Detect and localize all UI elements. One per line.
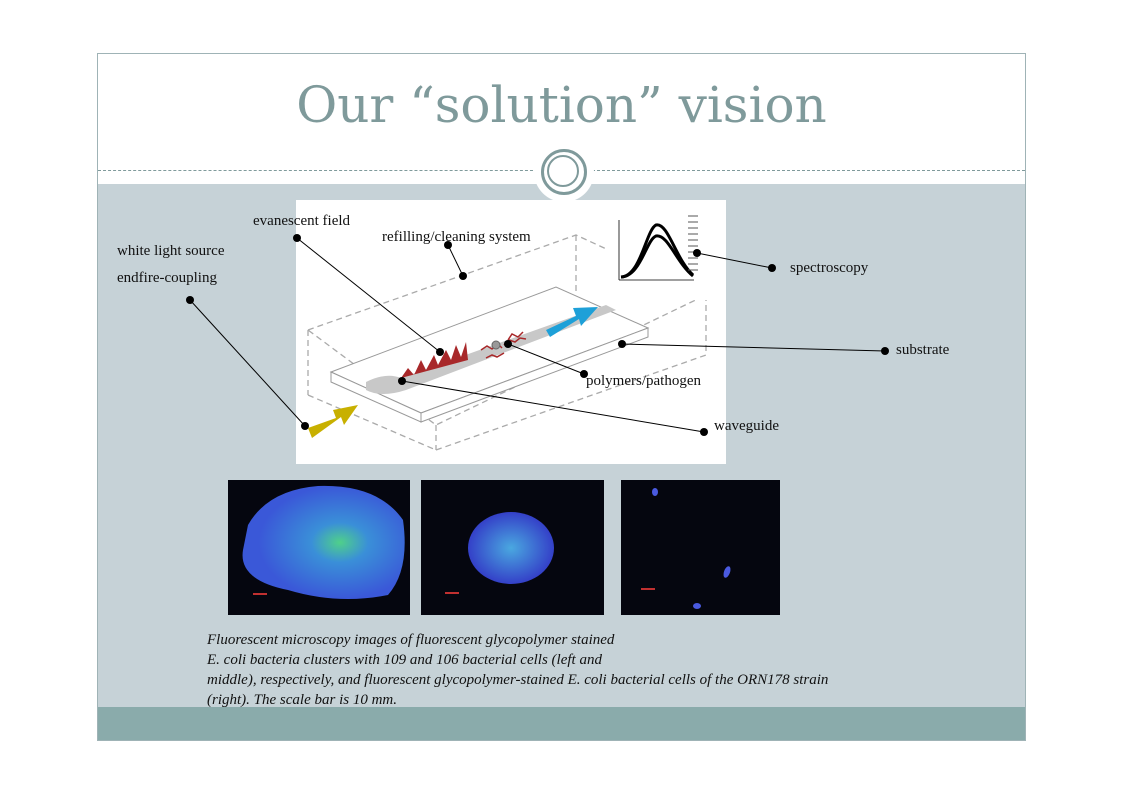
slide-title: Our “solution” vision — [296, 76, 827, 134]
input-light-arrow-icon — [308, 405, 358, 438]
evanescent-field-wave — [401, 342, 468, 378]
slide-footer-band — [98, 707, 1025, 740]
microscopy-image-middle — [421, 480, 604, 615]
label-refilling-system: refilling/cleaning system — [382, 229, 531, 245]
caption-line: (right). The scale bar is 10 mm. — [207, 692, 397, 708]
spectrum-inset — [606, 212, 721, 300]
title-divider-right — [592, 170, 1025, 171]
pathogen-particle — [491, 340, 501, 350]
waveguide-diagram — [296, 200, 726, 464]
output-light-arrow-icon — [546, 307, 598, 337]
label-waveguide: waveguide — [714, 418, 779, 434]
waveguide-schematic — [306, 212, 721, 451]
caption-line: Fluorescent microscopy images of fluores… — [207, 632, 615, 648]
label-polymers-pathogen: polymers/pathogen — [586, 373, 701, 389]
label-white-light-source: white light source — [117, 243, 225, 259]
figure-caption: Fluorescent microscopy images of fluores… — [207, 630, 967, 710]
microscopy-image-left — [228, 480, 410, 615]
label-evanescent-field: evanescent field — [253, 213, 351, 229]
label-spectroscopy: spectroscopy — [790, 260, 869, 276]
title-divider-left — [98, 170, 538, 171]
label-substrate: substrate — [896, 342, 950, 358]
caption-line: middle), respectively, and fluorescent g… — [207, 672, 829, 688]
caption-line: E. coli bacteria clusters with 109 and 1… — [207, 652, 602, 668]
microscopy-image-right — [621, 480, 780, 615]
label-endfire-coupling: endfire-coupling — [117, 270, 217, 286]
circle-ornament-icon — [541, 149, 587, 195]
